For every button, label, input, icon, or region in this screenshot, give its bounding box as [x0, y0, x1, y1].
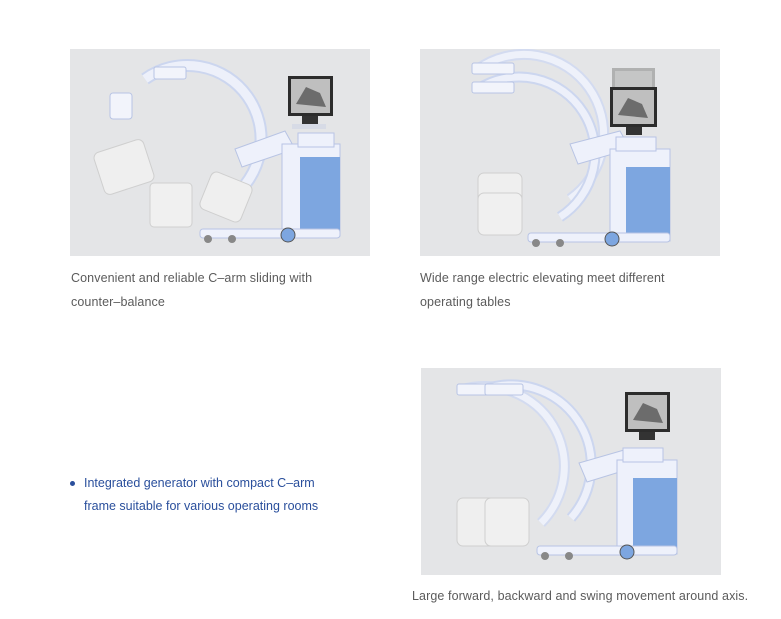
caption-sliding: Convenient and reliable C–arm sliding wi…	[71, 271, 313, 309]
caption-swing: Large forward, backward and swing moveme…	[412, 589, 749, 603]
bullet-icon	[70, 481, 75, 486]
caption-elevating: Wide range electric elevating meet diffe…	[420, 271, 665, 309]
monitor-icon	[625, 392, 670, 440]
highlight-text: Integrated generator with compact C–arm …	[84, 476, 319, 513]
feature-image-sliding	[70, 49, 370, 256]
monitor-icon	[610, 87, 657, 135]
feature-image-elevating	[420, 49, 720, 256]
feature-image-swing	[421, 368, 721, 575]
monitor-icon	[288, 76, 333, 129]
highlight-bullet: Integrated generator with compact C–arm …	[70, 472, 350, 518]
